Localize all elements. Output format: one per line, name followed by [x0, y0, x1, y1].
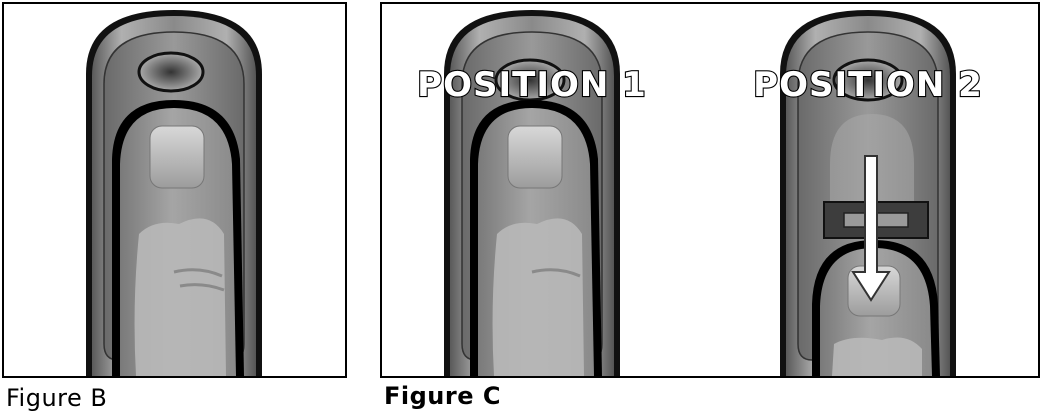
figure-b-panel — [2, 2, 347, 378]
figure-c-illustration: POSITION 1 POSITION 2 — [382, 4, 1038, 376]
sensor-lens — [139, 53, 203, 91]
figure-b-illustration — [4, 4, 345, 376]
position-1-label: POSITION 1 — [417, 65, 647, 105]
position-2-label: POSITION 2 — [753, 65, 983, 105]
finger — [112, 100, 244, 376]
fingernail — [150, 126, 204, 188]
figure-c-caption: Figure C — [384, 384, 501, 408]
figure-c-panel: POSITION 1 POSITION 2 — [380, 2, 1040, 378]
finger-position-1 — [470, 100, 602, 376]
figure-b-caption: Figure B — [6, 386, 107, 410]
